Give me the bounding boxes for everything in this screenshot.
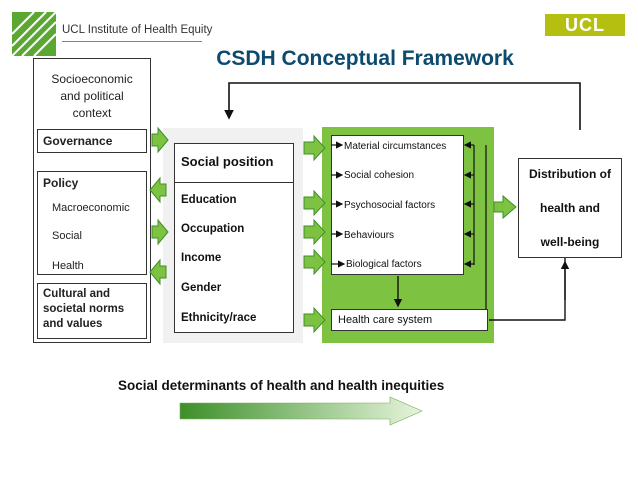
psychosocial-factors-label: Psychosocial factors — [344, 200, 436, 211]
socioeconomic-context-box: Socioeconomic and political context Gove… — [33, 58, 151, 343]
to-distribution-arrow — [493, 194, 517, 220]
gradient-arrow — [179, 396, 423, 426]
biological-factors-label: Biological factors — [346, 259, 422, 270]
social-position-divider — [175, 182, 293, 183]
income-label: Income — [181, 252, 222, 264]
distribution-line-3: well-being — [540, 235, 600, 249]
health-care-system-label: Health care system — [338, 314, 433, 326]
distribution-line-1: Distribution of — [529, 167, 611, 181]
distribution-box: Distribution of health and well-being — [518, 158, 622, 258]
material-circumstances-label: Material circumstances — [344, 141, 447, 152]
cultural-norms-box: Cultural and societal norms and values — [37, 283, 147, 339]
social-determinants-label: Social determinants of health and health… — [118, 378, 445, 393]
intermediary-determinants-box: Material circumstances Social cohesion P… — [331, 135, 464, 275]
governance-label: Governance — [43, 134, 113, 148]
page-title: CSDH Conceptual Framework — [216, 47, 514, 70]
policy-box: Policy Macroeconomic Social Health — [37, 171, 147, 275]
health-care-system-box: Health care system — [331, 309, 488, 331]
policy-label: Policy — [43, 176, 79, 190]
distribution-line-2: health and — [539, 201, 600, 215]
health-equity-logo-icon — [12, 12, 56, 56]
logo-underline — [62, 41, 202, 42]
ethnicity-label: Ethnicity/race — [181, 312, 257, 324]
gender-label: Gender — [181, 282, 222, 294]
context-heading: Socioeconomic and political context — [51, 72, 133, 120]
social-position-heading: Social position — [181, 154, 274, 169]
health-policy-label: Health — [52, 260, 84, 272]
social-position-box: Social position Education Occupation Inc… — [174, 143, 294, 333]
macroeconomic-label: Macroeconomic — [52, 202, 130, 214]
feedback-loop-arrow — [224, 82, 581, 130]
social-policy-label: Social — [52, 230, 82, 242]
governance-box: Governance — [37, 129, 147, 153]
social-cohesion-label: Social cohesion — [344, 170, 415, 181]
occupation-label: Occupation — [181, 223, 245, 235]
cultural-norms-label: Cultural and societal norms and values — [43, 288, 125, 330]
distribution-feedback-line — [489, 258, 566, 321]
institute-name: UCL Institute of Health Equity — [62, 24, 213, 36]
education-label: Education — [181, 194, 237, 206]
ucl-logo: UCL — [545, 14, 625, 36]
behaviours-label: Behaviours — [344, 230, 395, 241]
